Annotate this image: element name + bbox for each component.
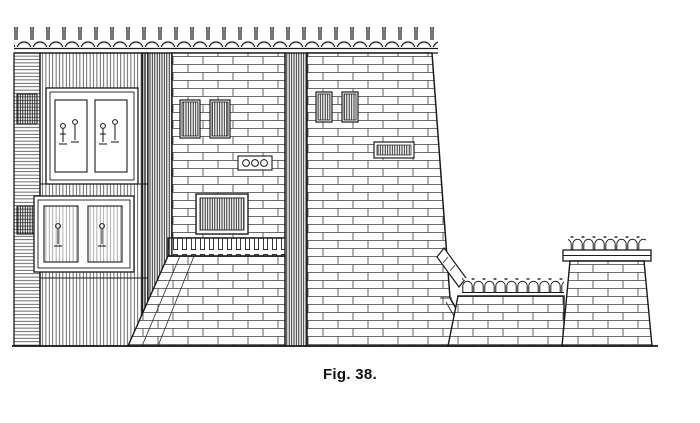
relief-window <box>94 99 128 173</box>
relief-window <box>54 99 88 173</box>
sloped-coping <box>436 247 467 288</box>
lower-relief-panel <box>33 195 135 273</box>
small-dark-window <box>16 93 38 125</box>
crenellation-row <box>14 27 438 54</box>
grated-window <box>209 99 231 139</box>
upper-relief-panel <box>45 87 139 185</box>
large-grated-window <box>195 193 249 235</box>
left-building <box>33 52 149 347</box>
hieroglyph-figures <box>54 223 106 247</box>
relief-window <box>87 205 123 263</box>
relief-window <box>43 205 79 263</box>
ring-ornament <box>237 155 273 171</box>
recess-band-middle <box>284 52 308 347</box>
grated-window <box>315 91 333 123</box>
gate-tower <box>561 236 653 347</box>
hieroglyph-figures <box>59 119 119 145</box>
tower-left <box>126 52 286 347</box>
curtain-wall <box>447 278 565 347</box>
figure-caption: Fig. 38. <box>322 366 378 383</box>
grated-window <box>179 99 201 139</box>
balustrade <box>167 237 286 257</box>
tower-right <box>306 52 480 347</box>
cornice-ornament <box>373 141 415 159</box>
grated-window <box>341 91 359 123</box>
